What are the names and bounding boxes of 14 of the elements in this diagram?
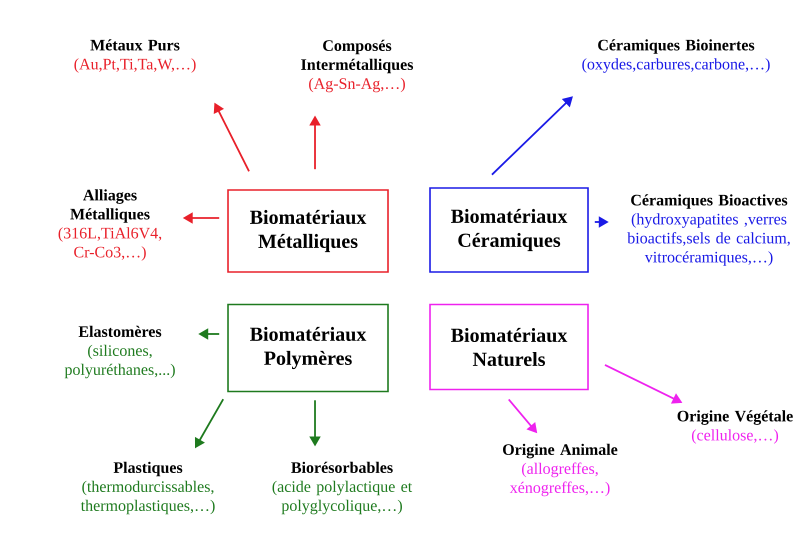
category-box: Biomatériaux Métalliques [227,189,389,273]
category-label: Métaux Purs (Au,Pt,Ti,Ta,W,…) [74,39,196,73]
category-label: Céramiques Bioactives (hydroxyapatites ,verres bioactifs,sels de calcium, vitrocéramiques,…) [627,194,790,266]
category-label: Origine Animale (allogreffes, xénogreffes,…) [503,444,618,496]
category-label: Elastomères (silicones, polyuréthanes,...) [64,326,175,378]
category-label: Plastiques (thermodurcissables, thermoplastiques,…) [80,462,215,514]
category-box: Biomatériaux Naturels [429,304,589,390]
category-label: Alliages Métalliques (316L,TiAl6V4, Cr-Co3,…) [58,189,162,261]
category-box: Biomatériaux Polymères [227,304,389,392]
category-label: Biorésorbables (acide polylactique et polyglycolique,…) [272,462,412,514]
category-box: Biomatériaux Céramiques [429,187,589,273]
category-label: Céramiques Bioinertes (oxydes,carbures,carbone,…) [582,39,770,73]
category-label: Composés Intermétalliques (Ag-Sn-Ag,…) [301,40,414,92]
category-label: Origine Végétale (cellulose,…) [678,410,793,444]
